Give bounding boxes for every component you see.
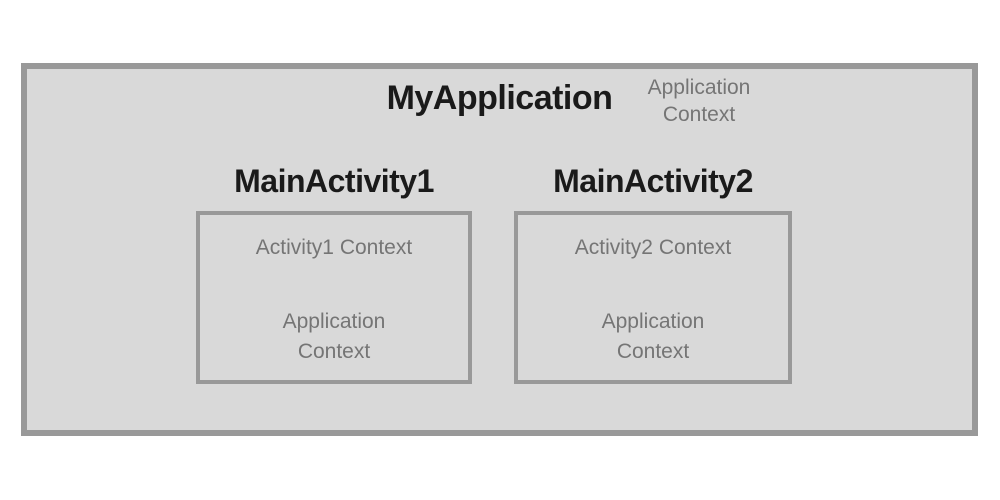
- activity2-application-context-line2: Context: [616, 340, 690, 363]
- application-context-line1: Application: [647, 76, 751, 99]
- application-box: MyApplication Application Context MainAc…: [21, 63, 978, 436]
- activity2-application-context-label: Application Context: [518, 307, 788, 367]
- activity1-context-label: Activity1 Context: [255, 236, 413, 259]
- activity2-application-context-line1: Application: [601, 310, 705, 333]
- application-context-line2: Context: [662, 103, 736, 126]
- activity1-application-context-line1: Application: [282, 310, 386, 333]
- activity2-box: Activity2 Context Application Context: [514, 211, 792, 384]
- activity1-application-context-label: Application Context: [200, 307, 468, 367]
- application-context-label: Application Context: [599, 74, 799, 128]
- application-title: MyApplication: [386, 79, 613, 117]
- activity1-title: MainActivity1: [234, 163, 434, 199]
- activity2-title: MainActivity2: [553, 163, 753, 199]
- activity1-application-context-line2: Context: [297, 340, 371, 363]
- activity2-context-label: Activity2 Context: [574, 236, 732, 259]
- activity1-box: Activity1 Context Application Context: [196, 211, 472, 384]
